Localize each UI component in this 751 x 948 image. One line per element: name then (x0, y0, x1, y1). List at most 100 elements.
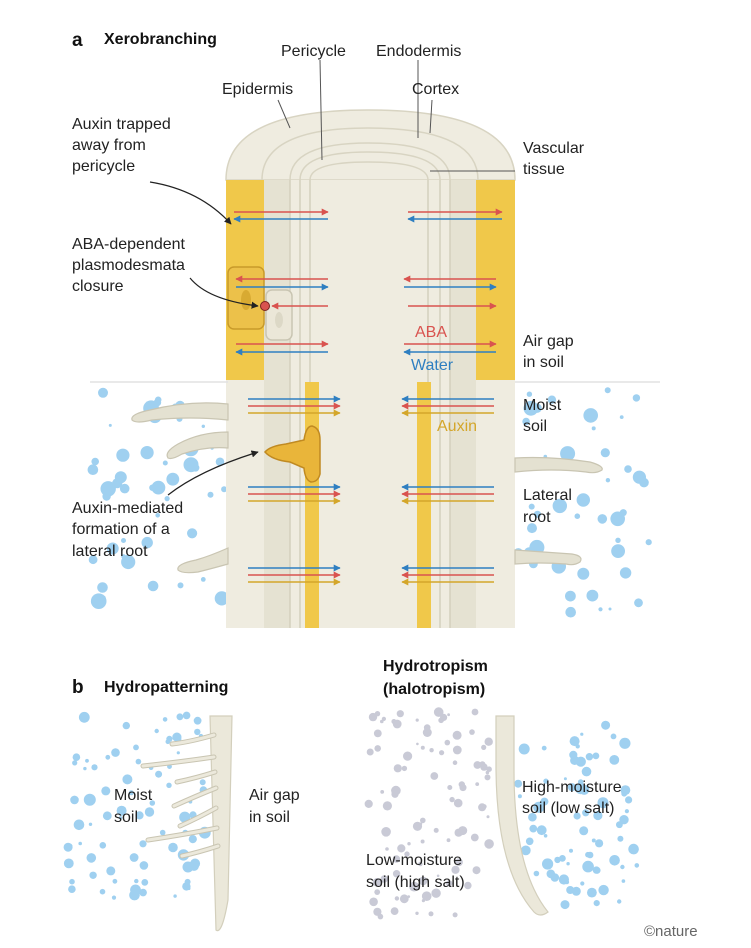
water-droplet (585, 753, 594, 761)
salt-grain (452, 912, 458, 918)
water-droplet (121, 538, 126, 543)
water-droplet (155, 513, 160, 518)
salt-grain (415, 718, 419, 722)
flux-arrows (233, 208, 503, 586)
water-droplet (615, 537, 621, 543)
water-droplet (617, 835, 624, 842)
water-droplet (569, 736, 580, 747)
water-droplet (521, 746, 525, 750)
water-droplet (609, 855, 620, 866)
water-droplet (558, 874, 570, 885)
water-droplet (151, 480, 166, 495)
water-droplet (168, 842, 178, 853)
salt-grain (396, 710, 404, 718)
water-droplet (166, 472, 180, 486)
water-droplet (99, 888, 106, 895)
label-auxin-trapped-1: Auxin trapped (72, 116, 171, 133)
label-air-gap-2: in soil (523, 354, 564, 371)
root-cap-layer-4 (309, 161, 429, 181)
panel-c-text: Hydrotropism (halotropism) High-moisture… (366, 658, 622, 891)
label-aba-dependent-2: plasmodesmata (72, 257, 185, 274)
salt-grain (454, 828, 463, 837)
water-droplet (88, 822, 93, 826)
water-droplet (522, 417, 530, 426)
water-droplet (134, 878, 139, 884)
panel-c-title-1: Hydrotropism (383, 658, 488, 675)
moist-soil-droplets (87, 387, 652, 618)
salt-grain (479, 761, 486, 768)
legend-water: Water (411, 357, 454, 374)
water-droplet (188, 835, 197, 844)
salt-grain (486, 815, 490, 819)
water-droplet (114, 471, 127, 484)
hydropatterning-root (140, 715, 233, 932)
water-droplet (591, 426, 596, 431)
water-droplet (121, 554, 136, 570)
salt-grain (428, 911, 434, 917)
water-droplet (99, 595, 106, 602)
water-droplet (581, 766, 592, 777)
water-droplet (78, 711, 90, 723)
salt-grain (391, 719, 397, 724)
salt-grain (484, 774, 491, 781)
water-droplet (166, 735, 173, 743)
cortex-band-right (450, 180, 476, 628)
water-droplet (624, 809, 630, 814)
salt-grain (403, 751, 413, 761)
panel-a-letter: a (72, 30, 83, 51)
lateral-root-right-2 (514, 549, 582, 566)
water-droplet (173, 894, 177, 898)
salt-grain (385, 847, 389, 851)
water-droplet (105, 754, 111, 760)
salt-grain (433, 707, 444, 717)
salt-grain (452, 745, 462, 755)
water-droplet (565, 590, 576, 602)
salt-grain (421, 891, 432, 901)
b-label-air-gap-1: Air gap (249, 787, 300, 804)
water-droplet (624, 465, 632, 473)
salt-grain (447, 785, 453, 790)
b-label-moist-2: soil (114, 809, 138, 826)
salt-grain (452, 730, 462, 740)
salt-grain (453, 798, 463, 808)
salt-grain (482, 804, 487, 809)
salt-grain (394, 896, 400, 901)
salt-grain (464, 881, 472, 890)
salt-grain (470, 833, 479, 842)
salt-grain (374, 889, 381, 895)
water-droplet (201, 424, 205, 428)
salt-grain (368, 712, 378, 722)
salt-grain (473, 761, 482, 769)
water-droplet (528, 503, 535, 510)
water-droplet (102, 492, 111, 501)
water-droplet (586, 851, 594, 859)
salt-grain (486, 766, 492, 772)
water-droplet (559, 855, 566, 862)
water-droplet (566, 862, 570, 866)
water-droplet (199, 779, 206, 786)
water-droplet (108, 423, 112, 427)
salt-grain (374, 711, 381, 717)
legend-auxin: Auxin (437, 418, 477, 435)
water-droplet (63, 858, 74, 869)
label-epidermis: Epidermis (222, 81, 293, 98)
salt-grain (412, 821, 423, 831)
water-droplet (106, 866, 116, 876)
water-droplet (571, 886, 581, 896)
water-droplet (133, 744, 139, 751)
water-droplet (574, 513, 581, 519)
water-droplet (600, 448, 610, 458)
salt-grain (446, 880, 453, 887)
water-droplet (619, 815, 629, 825)
water-droplet (111, 748, 120, 757)
water-droplet (215, 457, 225, 467)
water-droplet (617, 822, 623, 828)
water-droplet (592, 866, 601, 874)
label-lateral-1: Lateral (523, 487, 572, 504)
salt-grain (407, 842, 411, 846)
water-droplet (214, 591, 229, 606)
water-droplet (189, 861, 199, 871)
water-droplet (102, 811, 112, 821)
salt-grain (420, 817, 426, 824)
label-auxin-mediated-1: Auxin-mediated (72, 500, 183, 517)
